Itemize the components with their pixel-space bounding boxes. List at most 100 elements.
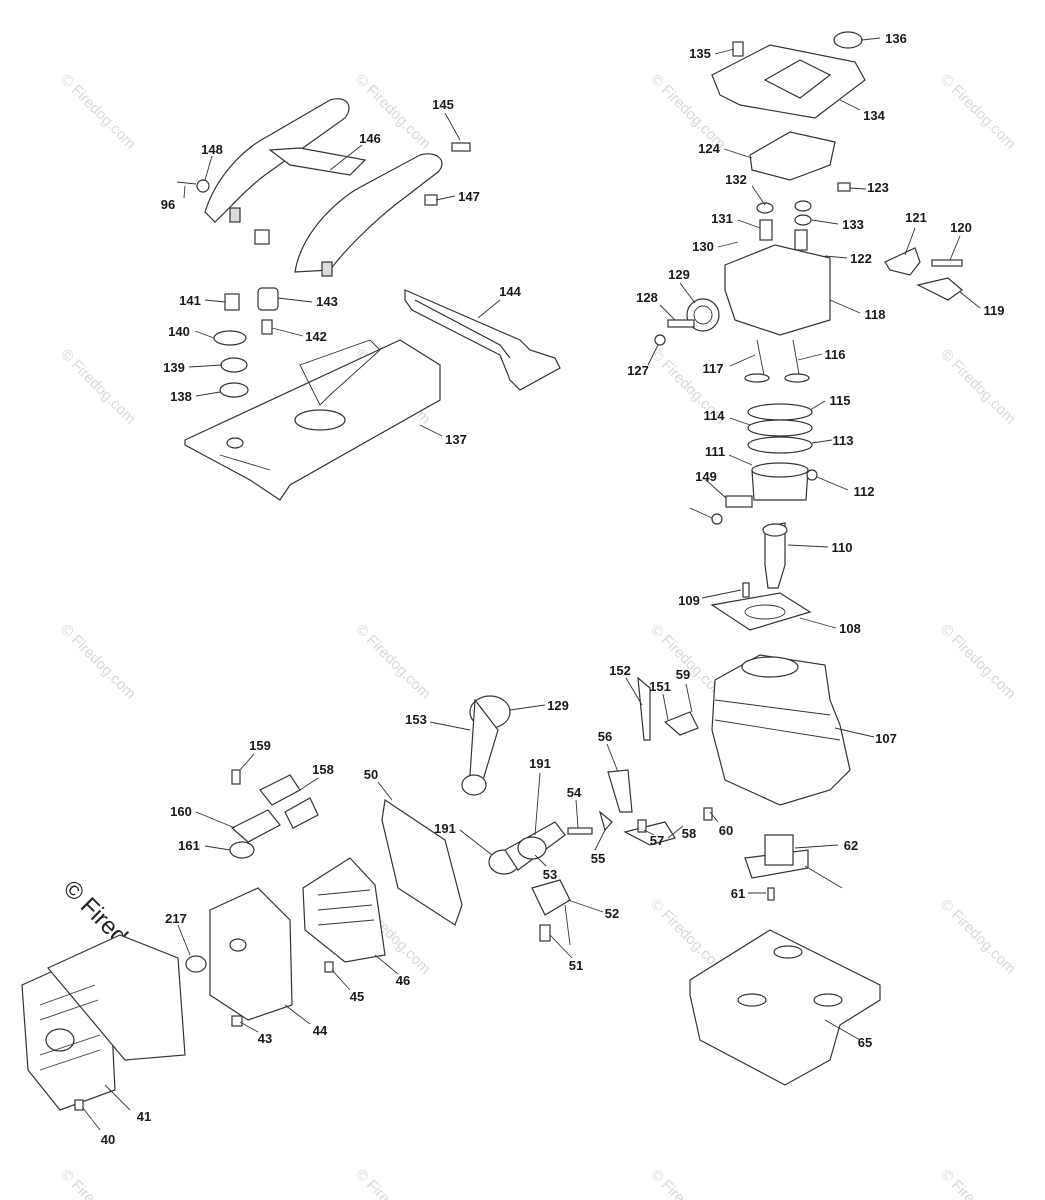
callout-61: 61 [731,886,745,901]
callout-44: 44 [313,1023,328,1038]
watermark-18: © Firedog.com [647,1166,729,1200]
watermark-5: © Firedog.com [57,346,139,428]
callout-145: 145 [432,97,454,112]
callout-53: 53 [543,867,557,882]
watermark-8: © Firedog.com [937,346,1019,428]
callout-136: 136 [885,31,907,46]
callout-158: 158 [312,762,334,777]
callout-labels: 96 148 146 145 147 141 143 140 142 139 1… [101,31,1005,1147]
watermarks: © Firedog.com © Firedog.com © Firedog.co… [57,71,1019,1200]
callout-58: 58 [682,826,696,841]
watermark-9: © Firedog.com [57,621,139,703]
callout-129: 129 [668,267,690,282]
frame-bracket [404,289,561,391]
watermark-19: © Firedog.com [937,1166,1019,1200]
callout-148: 148 [201,142,223,157]
callout-129-lower: 129 [547,698,569,713]
crankcase-gasket [381,798,463,926]
callout-41: 41 [137,1109,151,1124]
callout-109: 109 [678,593,700,608]
callout-127: 127 [627,363,649,378]
callout-45: 45 [350,989,364,1004]
callout-122: 122 [850,251,872,266]
callout-159: 159 [249,738,271,753]
callout-117: 117 [703,361,724,376]
callout-118: 118 [865,307,886,322]
callout-51: 51 [569,958,583,973]
watermark-10: © Firedog.com [352,621,434,703]
watermark-15: © Firedog.com [937,896,1019,978]
exhaust-pipe [229,769,319,859]
callout-62: 62 [844,838,858,853]
callout-121: 121 [905,210,927,225]
engine-top-end [654,31,963,383]
callout-135: 135 [689,46,711,61]
callout-143: 143 [316,294,338,309]
callout-50: 50 [364,767,378,782]
callout-138: 138 [170,389,192,404]
callout-151: 151 [649,679,671,694]
callout-116: 116 [825,347,846,362]
callout-132: 132 [725,172,747,187]
piston-assembly [711,403,818,589]
callout-149: 149 [695,469,717,484]
callout-147: 147 [458,189,480,204]
handle-assembly [176,98,471,398]
callout-96: 96 [161,197,175,212]
governor-parts [607,676,699,846]
callout-107: 107 [875,731,897,746]
linkage-parts [74,807,713,1111]
callout-134: 134 [863,108,885,123]
callout-54: 54 [567,785,582,800]
callout-128: 128 [636,290,658,305]
base-plate [184,339,441,501]
callout-141: 141 [179,293,201,308]
callout-142: 142 [305,329,327,344]
callout-161: 161 [178,838,200,853]
callout-123: 123 [867,180,889,195]
callout-120: 120 [950,220,972,235]
callout-140: 140 [168,324,190,339]
callout-113: 113 [833,433,854,448]
callout-130: 130 [692,239,714,254]
callout-137: 137 [445,432,467,447]
camshaft [488,810,613,875]
callout-65: 65 [858,1035,872,1050]
callout-55: 55 [591,851,605,866]
callout-144: 144 [499,284,521,299]
callout-160: 160 [170,804,192,819]
callout-119: 119 [984,303,1005,318]
callout-114: 114 [704,408,726,423]
cam-chain [461,695,511,796]
watermark-4: © Firedog.com [937,71,1019,153]
callout-110: 110 [832,540,853,555]
callout-57: 57 [650,833,664,848]
cylinder-block [710,582,851,806]
callout-108: 108 [839,621,861,636]
oil-sensor [744,834,843,901]
callout-131: 131 [711,211,733,226]
callout-139: 139 [163,360,185,375]
leader-lines [82,37,981,1131]
callout-115: 115 [830,393,851,408]
callout-153: 153 [405,712,427,727]
callout-46: 46 [396,973,410,988]
callout-59: 59 [676,667,690,682]
callout-60: 60 [719,823,733,838]
callout-191-left: 191 [434,821,456,836]
callout-191-top: 191 [529,756,551,771]
callout-43: 43 [258,1031,272,1046]
callout-217: 217 [165,911,187,926]
callout-152: 152 [609,663,631,678]
watermark-1: © Firedog.com [57,71,139,153]
callout-56: 56 [598,729,612,744]
callout-133: 133 [842,217,864,232]
watermark-16: © Firedog.com [57,1166,139,1200]
engine-base [689,929,881,1086]
watermark-12: © Firedog.com [937,621,1019,703]
callout-112-right: 112 [854,484,875,499]
callout-111: 111 [705,444,725,459]
cover-plate [302,857,386,963]
callout-40: 40 [101,1132,115,1147]
muffler-guard [21,934,186,1111]
